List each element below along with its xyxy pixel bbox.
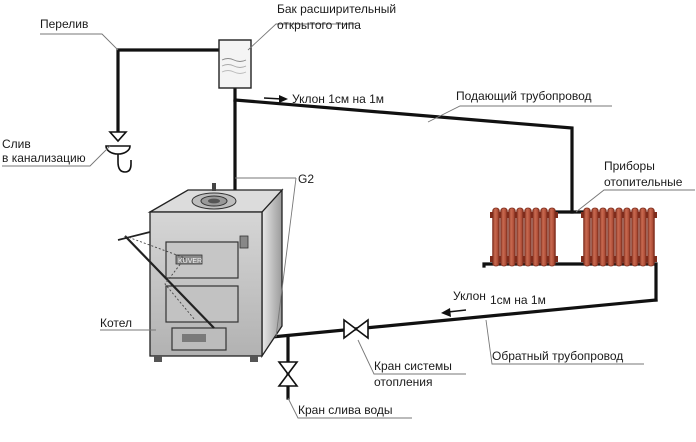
leader-overflow — [40, 33, 119, 51]
label-supply-pipe: Подающий трубопровод — [456, 89, 592, 103]
label-overflow: Перелив — [40, 17, 88, 31]
label-drain-line1: Слив — [2, 137, 31, 151]
radiator-section — [524, 207, 532, 267]
label-slope-bottom-left: Уклон — [453, 289, 486, 303]
label-g2: G2 — [298, 172, 314, 186]
radiator-section — [639, 207, 647, 267]
arrow-left-icon — [441, 308, 467, 317]
arrow-right-icon — [263, 95, 288, 103]
radiator-section — [599, 207, 607, 267]
supply-pipe — [233, 98, 574, 214]
radiator-left — [490, 207, 558, 267]
bowtie-valve-icon — [343, 318, 369, 340]
label-heating-valve-line1: Кран системы — [374, 359, 452, 373]
radiator-section — [591, 207, 599, 267]
return-pipe — [270, 298, 658, 339]
radiator-section — [500, 207, 508, 267]
drain-valve-icon — [277, 361, 299, 387]
radiator-bottom-manifold — [482, 262, 658, 302]
radiator-section — [508, 207, 516, 267]
radiator-header — [490, 212, 558, 218]
boiler-brand: KUVER — [178, 258, 202, 265]
leader-return — [485, 319, 644, 365]
leader-supply — [427, 105, 612, 123]
radiator-section — [548, 207, 556, 267]
radiator-section — [615, 207, 623, 267]
label-slope-bottom-right: 1см на 1м — [490, 293, 546, 307]
radiator-section — [516, 207, 524, 267]
leader-g2-return — [275, 177, 297, 338]
label-drain-line2: в канализацию — [2, 151, 86, 165]
leader-tank — [247, 23, 356, 51]
radiator-right — [581, 207, 657, 267]
radiator-section — [540, 207, 548, 267]
funnel-icon — [105, 131, 132, 173]
boiler — [117, 183, 284, 362]
radiator-section — [647, 207, 655, 267]
leader-radiators — [575, 189, 695, 213]
label-tank-line1: Бак расширительный — [277, 2, 396, 16]
radiator-section — [607, 207, 615, 267]
label-radiators-line2: отопительные — [604, 175, 683, 189]
expansion-tank — [218, 39, 252, 89]
label-radiators-line1: Приборы — [604, 159, 655, 173]
label-return-pipe: Обратный трубопровод — [492, 349, 623, 363]
radiator-section — [583, 207, 591, 267]
label-slope-top: Уклон 1см на 1м — [292, 92, 384, 106]
label-heating-valve-line2: отопления — [374, 375, 432, 389]
label-boiler: Котел — [100, 316, 132, 330]
radiator-section — [532, 207, 540, 267]
label-drain-valve: Кран слива воды — [298, 403, 393, 417]
radiator-section — [623, 207, 631, 267]
leader-drain — [2, 145, 111, 167]
label-tank-line2: открытого типа — [277, 18, 361, 32]
overflow-pipe — [116, 48, 221, 134]
leader-heating-valve — [357, 339, 466, 375]
radiator-section — [492, 207, 500, 267]
leader-drain-valve — [287, 397, 412, 419]
radiator-section — [631, 207, 639, 267]
radiator-header — [490, 256, 558, 262]
